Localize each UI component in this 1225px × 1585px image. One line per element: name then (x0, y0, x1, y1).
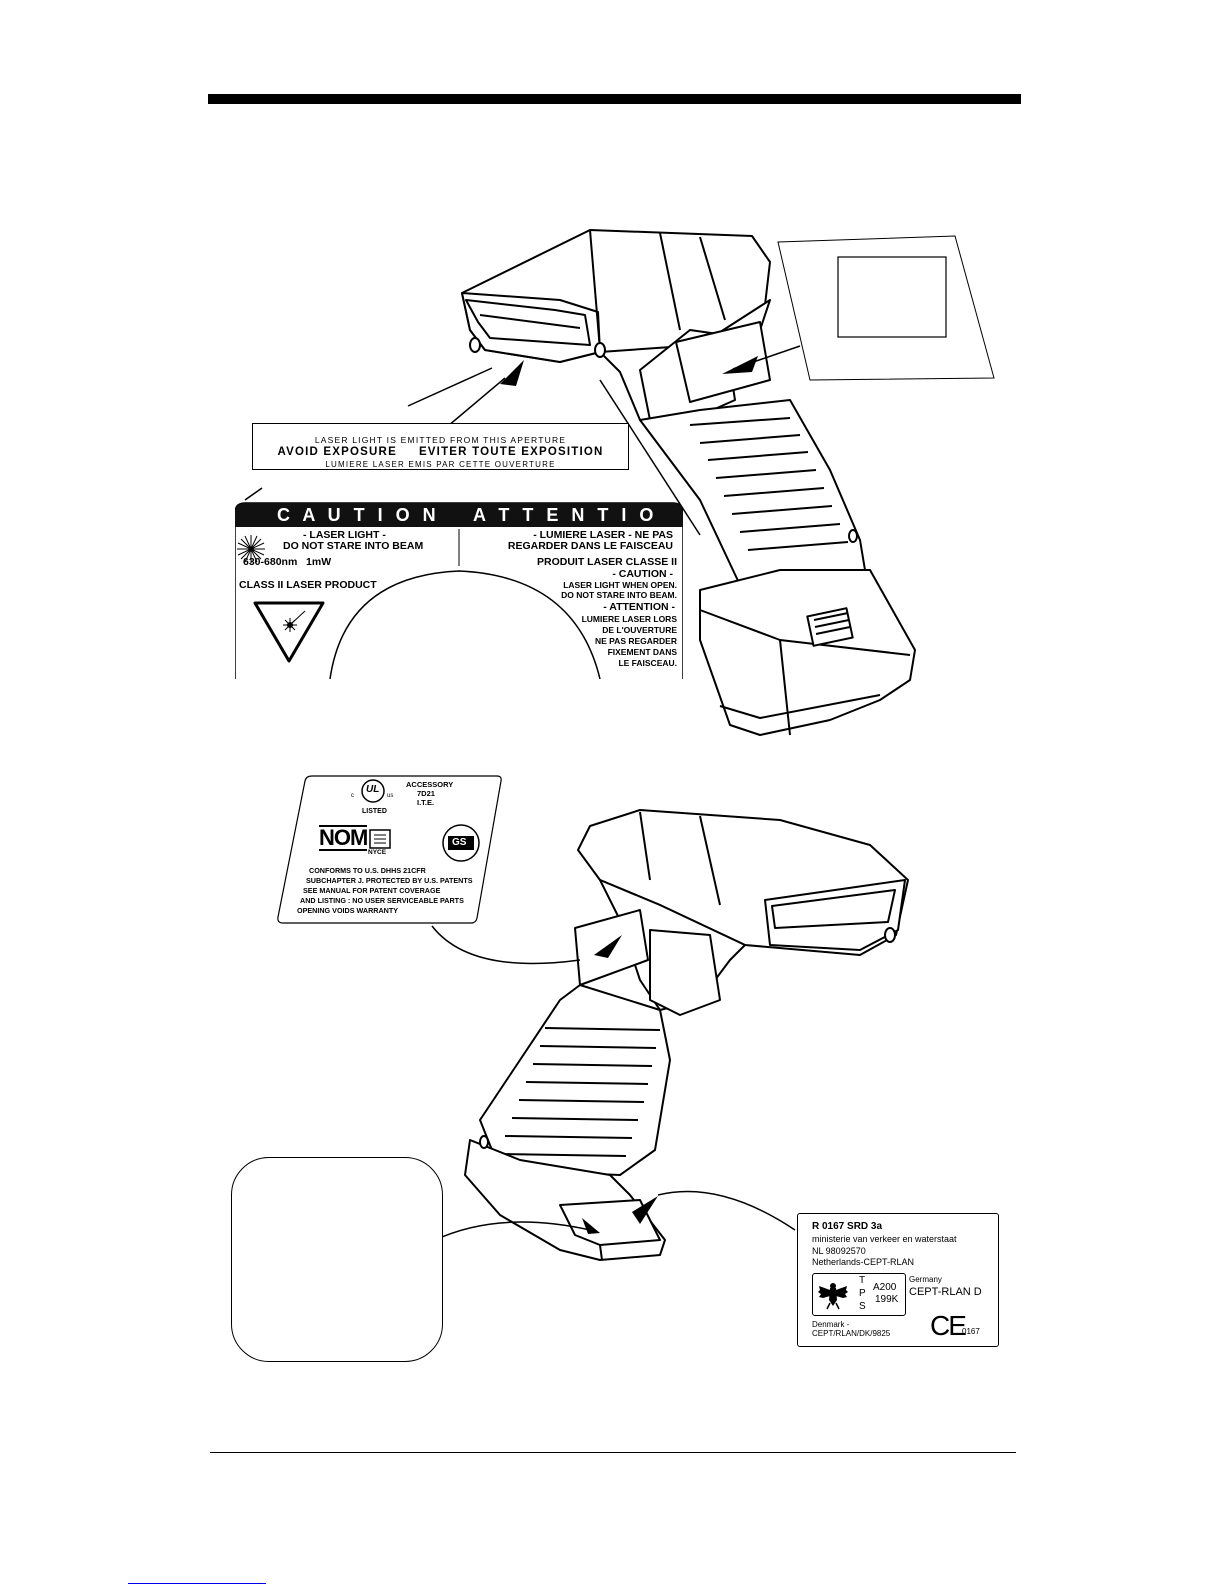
caution-right-1: - LUMIERE LASER - NE PAS (533, 529, 673, 541)
aperture-label-line2: AVOID EXPOSURE EVITER TOUTE EXPOSITION (253, 446, 628, 458)
ce-number: 0167 (962, 1327, 980, 1336)
listed-text: LISTED (362, 808, 387, 815)
caution-right-5: LASER LIGHT WHEN OPEN. (563, 580, 677, 590)
ite-text: I.T.E. (417, 798, 435, 807)
tps-199k: 199K (875, 1294, 899, 1305)
denmark-line2: CEPT/RLAN/DK/9825 (812, 1329, 891, 1338)
caution-right-11: FIXEMENT DANS (607, 647, 677, 657)
tps-box: T P S A200 199K (812, 1273, 906, 1316)
ul-regulatory-label: c UL us LISTED ACCESSORY 7D21 I.T.E. NOM… (275, 773, 505, 925)
gs-text: GS (452, 837, 467, 848)
ul-line5: OPENING VOIDS WARRANTY (297, 906, 399, 915)
caution-right-2: REGARDER DANS LE FAISCEAU (507, 540, 673, 552)
footnote-rule (128, 1583, 266, 1584)
germany-text: Germany (909, 1275, 942, 1284)
us-mark: us (387, 793, 394, 799)
ul-line1: CONFORMS TO U.S. DHHS 21CFR (309, 866, 426, 875)
ul-text: UL (366, 784, 380, 795)
denmark-line1: Denmark - (812, 1320, 850, 1329)
footer-rule (210, 1452, 1016, 1453)
laser-starburst-icon (237, 535, 265, 563)
rf-line3: NL 98092570 (812, 1246, 866, 1256)
caution-right-10: NE PAS REGARDER (594, 636, 677, 646)
caution-right-12: LE FAISCEAU. (618, 658, 677, 668)
eviter-exposition-text: EVITER TOUTE EXPOSITION (418, 446, 604, 458)
caution-right-8: LUMIERE LASER LORS (581, 614, 677, 624)
aperture-label-line3: LUMIERE LASER EMIS PAR CETTE OUVERTURE (325, 460, 556, 469)
caution-right-6: DO NOT STARE INTO BEAM. (561, 590, 677, 600)
caution-left-1: - LASER LIGHT - (303, 529, 386, 541)
caution-label-frame (235, 502, 683, 679)
aperture-label: LASER LIGHT IS EMITTED FROM THIS APERTUR… (252, 423, 629, 470)
accessory-code: 7D21 (417, 789, 435, 798)
header-rule (208, 94, 1021, 104)
caution-left-2: DO NOT STARE INTO BEAM (283, 540, 424, 552)
caution-heading: C A U T I O N (277, 505, 440, 525)
nom-text: NOM (319, 825, 368, 851)
caution-left-4: CLASS II LASER PRODUCT (239, 579, 377, 591)
rf-line4: Netherlands-CEPT-RLAN (812, 1257, 915, 1267)
nyce-text: NYCE (368, 849, 387, 856)
ul-line4: AND LISTING : NO USER SERVICEABLE PARTS (300, 896, 464, 905)
tps-a200: A200 (873, 1282, 897, 1293)
scanner-illustration-top (244, 229, 995, 736)
ul-label-frame (277, 775, 502, 924)
accessory-text: ACCESSORY (406, 780, 454, 789)
rf-line1: R 0167 SRD 3a (812, 1221, 883, 1232)
ul-logo-icon (361, 779, 385, 803)
ce-mark-icon: CE (930, 1310, 967, 1341)
aperture-label-line1: LASER LIGHT IS EMITTED FROM THIS APERTUR… (314, 435, 567, 445)
tps-p: P (859, 1288, 866, 1299)
german-eagle-icon (818, 1283, 848, 1310)
caution-left-3: 630-680nm 1mW (243, 556, 332, 568)
gs-mark-icon (442, 824, 480, 862)
tps-s: S (859, 1301, 866, 1312)
avoid-exposure-text: AVOID EXPOSURE (277, 446, 397, 458)
caution-right-7: - ATTENTION - (603, 601, 675, 613)
caution-right-3: PRODUIT LASER CLASSE II (536, 556, 677, 568)
caution-right-4: - CAUTION - (612, 568, 673, 580)
laser-warning-triangle-icon (253, 601, 325, 663)
caution-label: C A U T I O N A T T E N T I O N - LASER … (235, 501, 683, 679)
ul-line3: SEE MANUAL FOR PATENT COVERAGE (303, 886, 441, 895)
ul-line2: SUBCHAPTER J. PROTECTED BY U.S. PATENTS (306, 876, 473, 885)
blank-serial-label (231, 1157, 443, 1362)
attention-heading: A T T E N T I O N (473, 505, 658, 546)
cept-rlan-d-text: CEPT-RLAN D (909, 1286, 982, 1298)
caution-right-9: DE L'OUVERTURE (602, 625, 677, 635)
c-mark: c (351, 793, 354, 799)
scanner-illustration-bottom (431, 809, 909, 1261)
rf-line2: ministerie van verkeer en waterstaat (812, 1234, 957, 1244)
rf-approval-label: R 0167 SRD 3a ministerie van verkeer en … (797, 1213, 999, 1347)
tps-t: T (859, 1275, 866, 1286)
